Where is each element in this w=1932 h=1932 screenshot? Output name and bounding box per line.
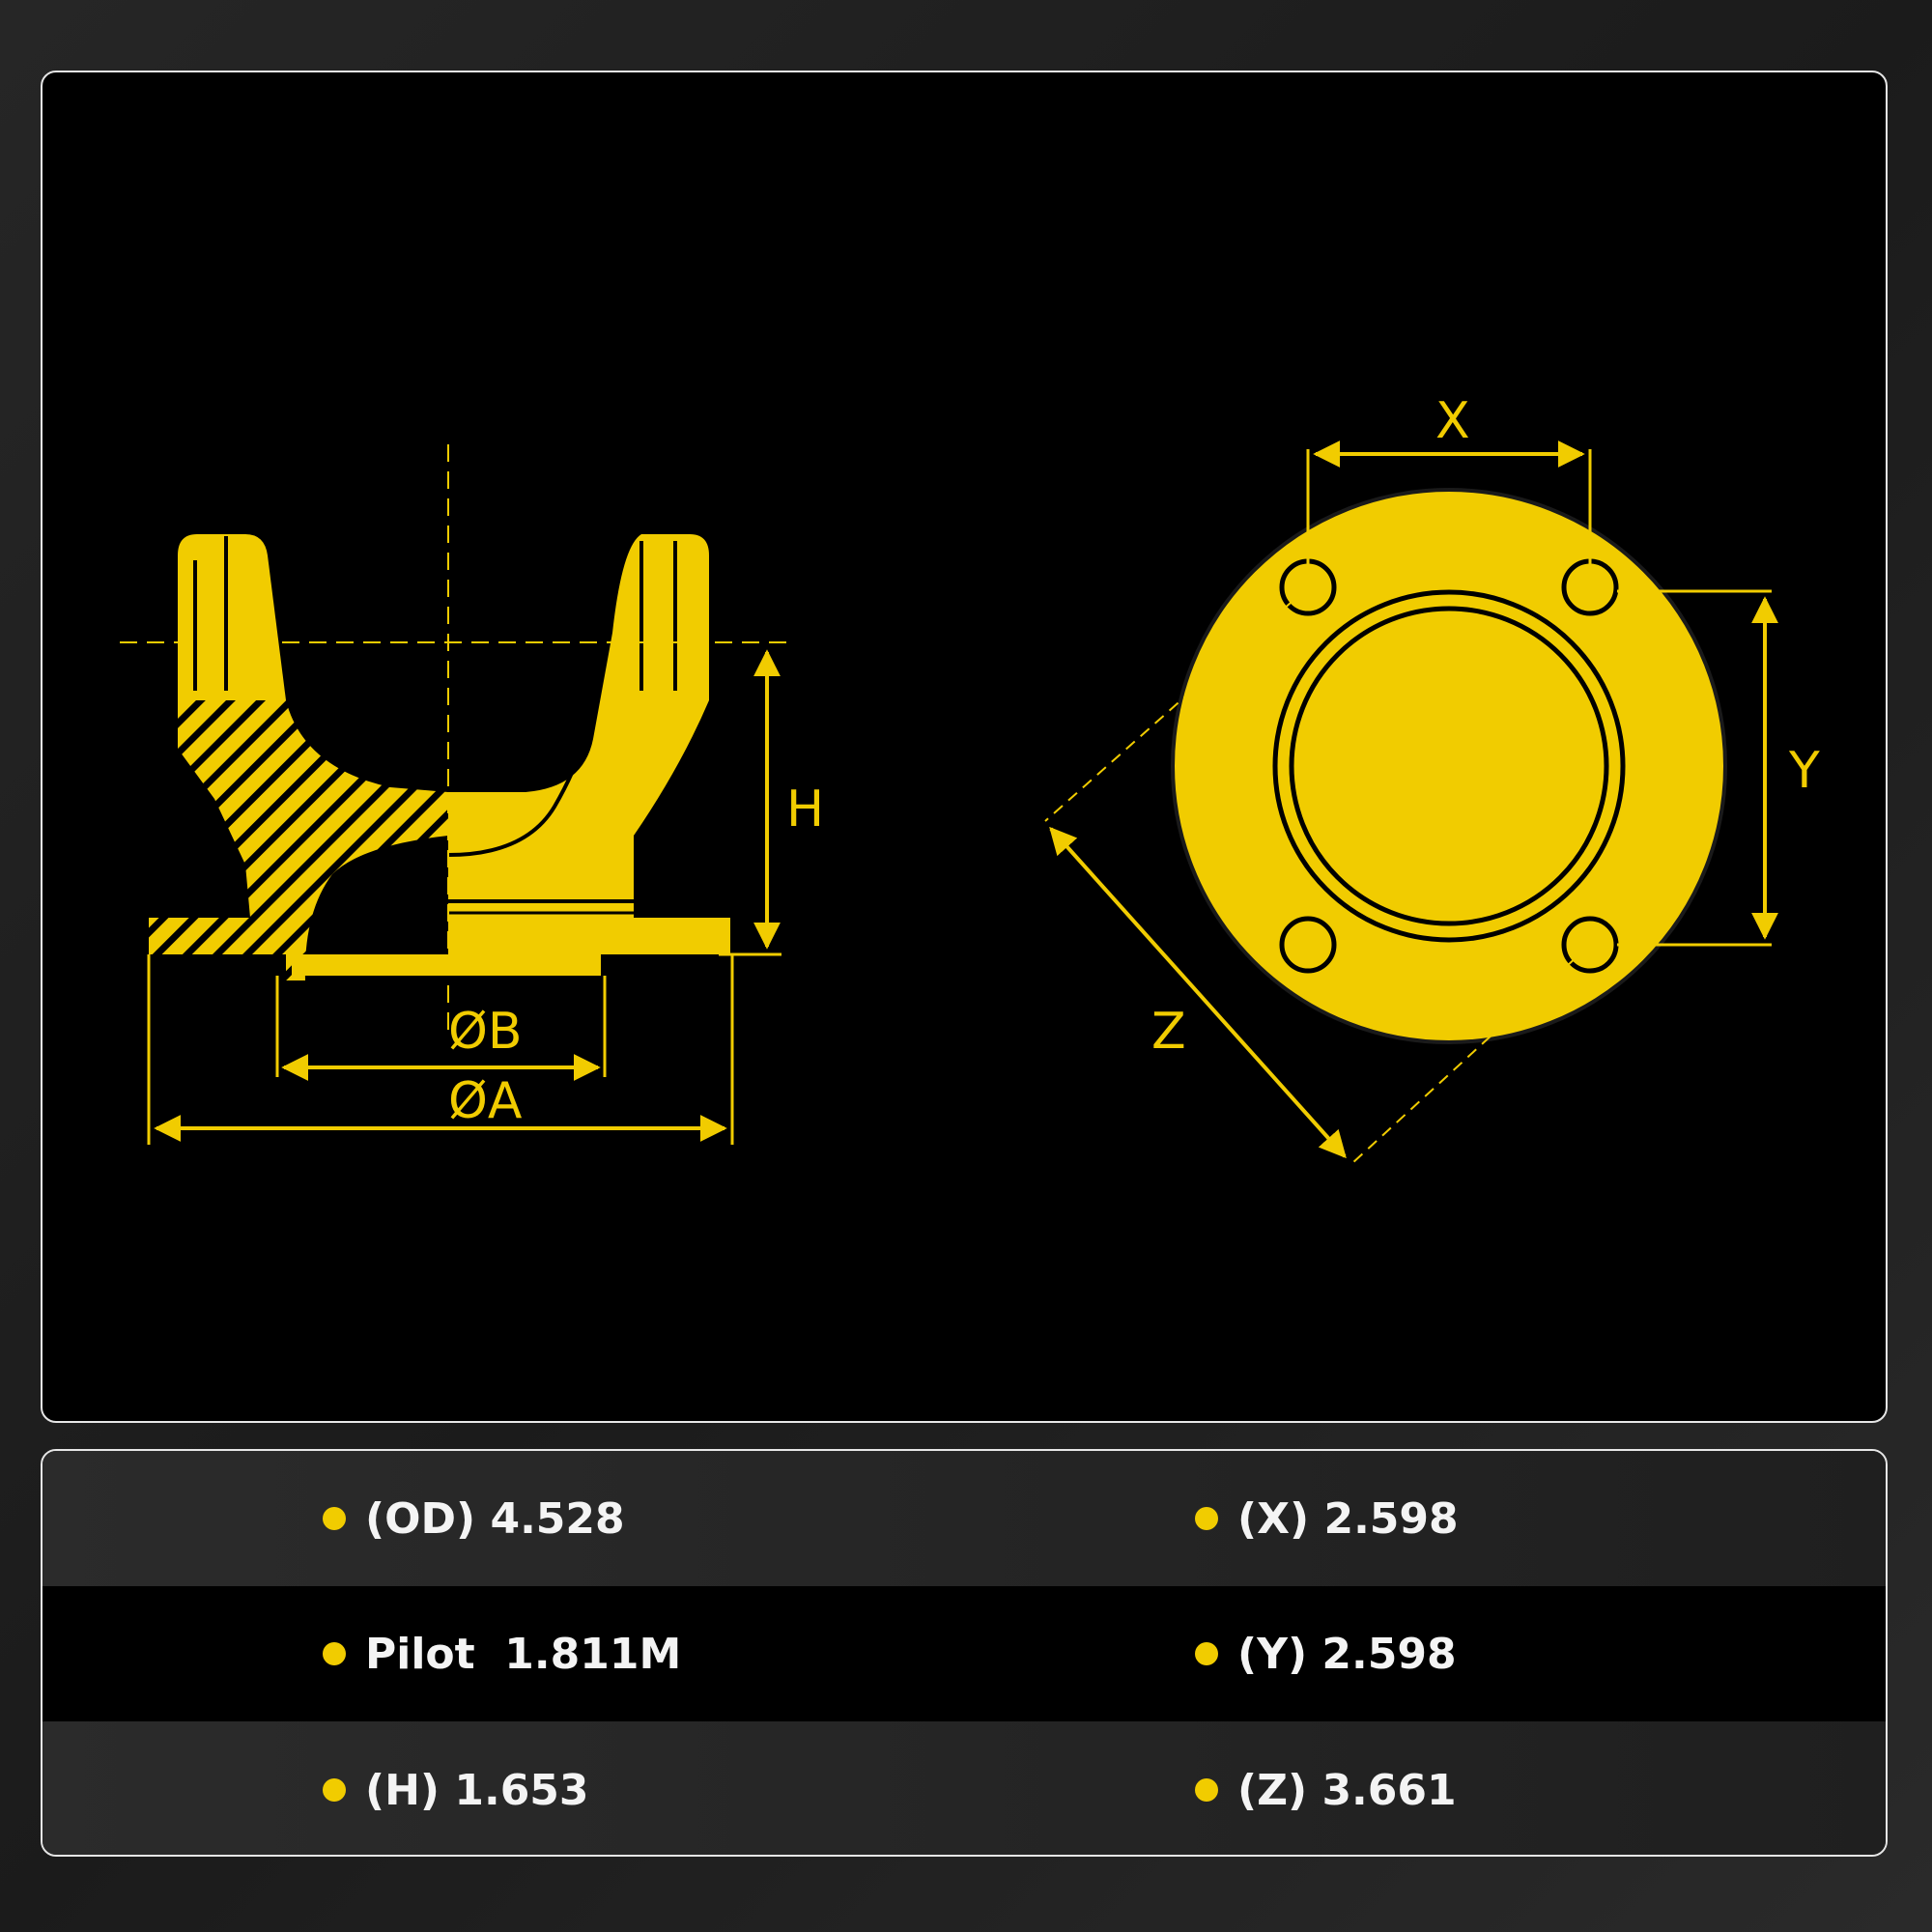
- spec-row: Pilot 1.811M (Y) 2.598: [43, 1586, 1886, 1721]
- label-h: H: [786, 781, 824, 838]
- yoke-side-view: [120, 444, 786, 1038]
- yoke-right-body: [448, 534, 730, 954]
- label-y: Y: [1788, 742, 1820, 800]
- pilot-ring-inner: [1289, 606, 1609, 926]
- yoke-drawing: H ØB ØA: [120, 392, 1820, 1165]
- diagram-panel: H ØB ØA: [41, 71, 1888, 1423]
- dimension-z: Z: [1044, 586, 1591, 1165]
- spec-item-h: (H) 1.653: [323, 1721, 589, 1855]
- bolt-hole-bottom-left: [1279, 916, 1337, 974]
- spec-item-z: (Z) 3.661: [1195, 1721, 1457, 1855]
- label-dia-a: ØA: [448, 1072, 523, 1130]
- pilot-ring-outer: [1272, 589, 1626, 943]
- label-x: X: [1435, 392, 1470, 450]
- spec-text: (Z) 3.661: [1237, 1765, 1457, 1815]
- label-z: Z: [1151, 1003, 1186, 1061]
- spec-item-pilot: Pilot 1.811M: [323, 1586, 681, 1721]
- yoke-section-hatch: [149, 700, 448, 980]
- label-dia-b: ØB: [448, 1003, 523, 1061]
- flange-face-view: [1171, 488, 1727, 1044]
- spec-item-od: (OD) 4.528: [323, 1451, 625, 1586]
- spec-row: (H) 1.653 (Z) 3.661: [43, 1721, 1886, 1855]
- spec-panel: (OD) 4.528 (X) 2.598 Pilot 1.811M (Y) 2.…: [41, 1449, 1888, 1857]
- bullet-icon: [1195, 1507, 1218, 1530]
- bullet-icon: [1195, 1778, 1218, 1802]
- spec-text: Pilot 1.811M: [365, 1629, 682, 1679]
- bullet-icon: [323, 1642, 346, 1665]
- dimension-x: X: [1306, 392, 1592, 587]
- spec-item-x: (X) 2.598: [1195, 1451, 1459, 1586]
- bullet-icon: [323, 1778, 346, 1802]
- spec-text: (X) 2.598: [1237, 1493, 1459, 1544]
- spec-text: (Y) 2.598: [1237, 1629, 1457, 1679]
- yoke-flange-left: [149, 918, 294, 954]
- spec-item-y: (Y) 2.598: [1195, 1586, 1457, 1721]
- spec-text: (OD) 4.528: [365, 1493, 625, 1544]
- yoke-left-ear: [178, 534, 286, 700]
- dimension-dia-b: ØB: [275, 976, 607, 1081]
- dimension-h: H: [719, 649, 824, 956]
- dimension-y: Y: [1617, 589, 1820, 947]
- spec-text: (H) 1.653: [365, 1765, 589, 1815]
- spec-row: (OD) 4.528 (X) 2.598: [43, 1451, 1886, 1586]
- dimension-dia-a: ØA: [147, 954, 734, 1145]
- bullet-icon: [323, 1507, 346, 1530]
- yoke-pilot-boss: [292, 954, 601, 976]
- flange-disc: [1171, 488, 1727, 1044]
- bullet-icon: [1195, 1642, 1218, 1665]
